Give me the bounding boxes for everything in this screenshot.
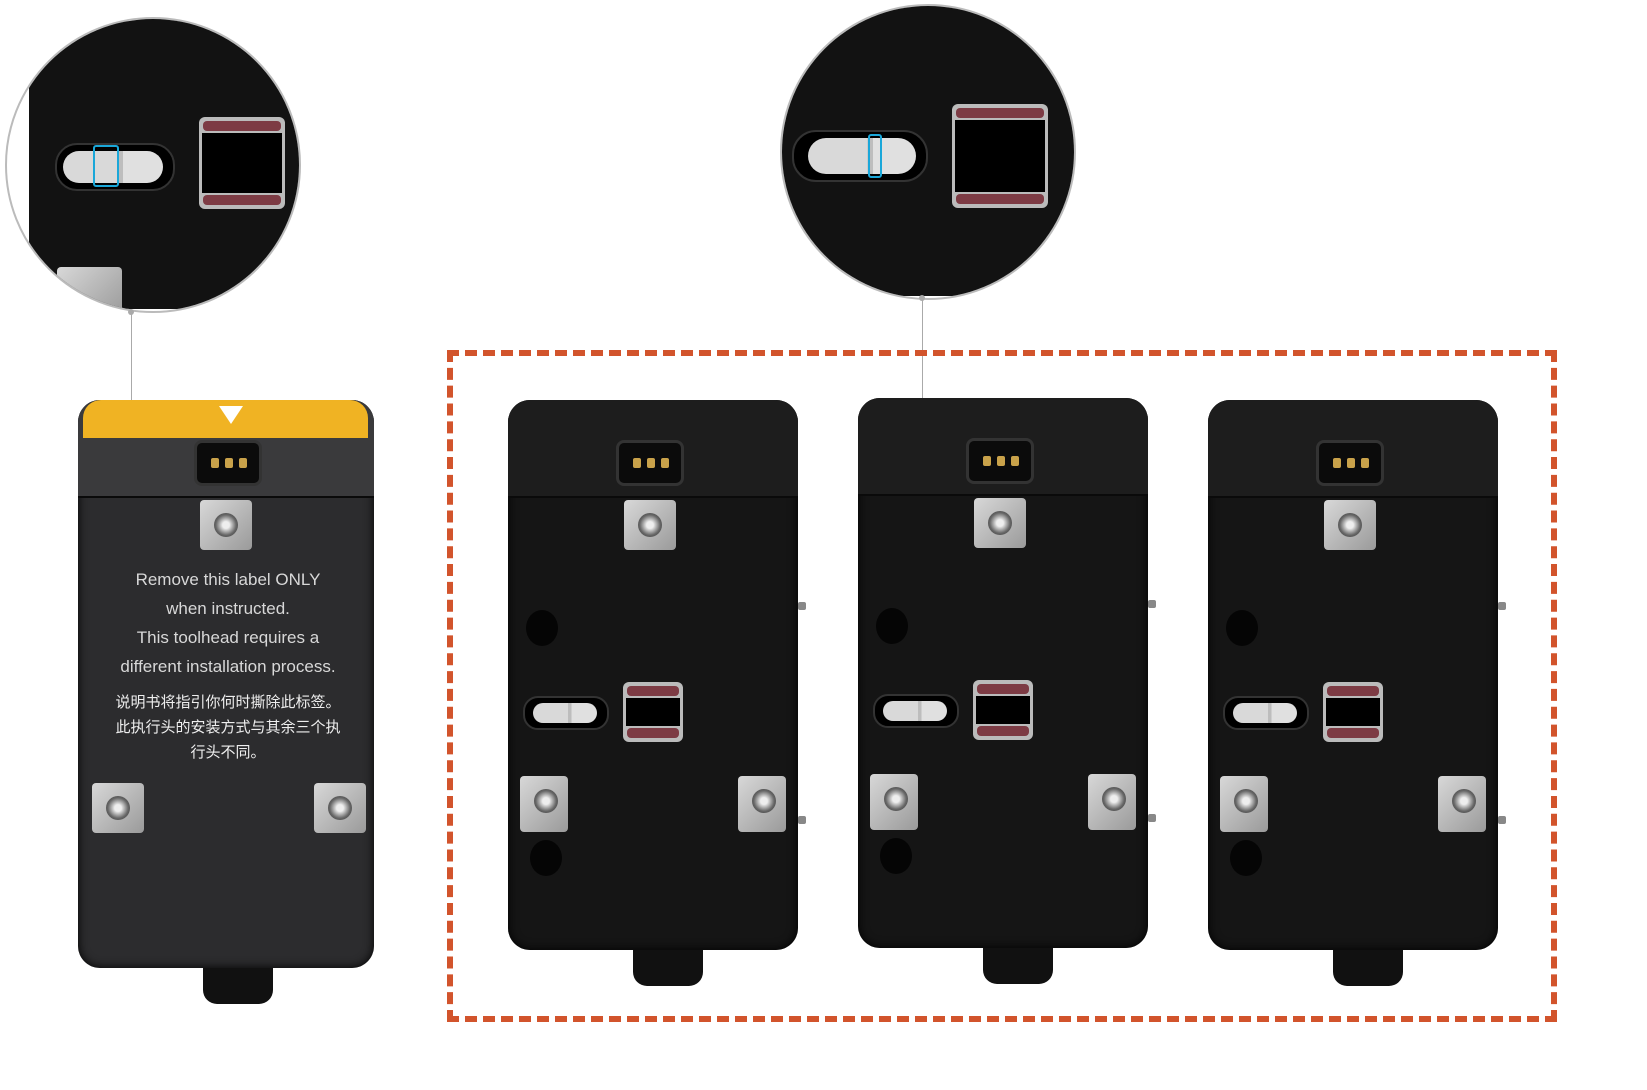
screw-plate bbox=[1324, 500, 1376, 550]
nozzle bbox=[983, 948, 1053, 984]
screw-plate bbox=[870, 774, 918, 830]
toolhead-2 bbox=[858, 398, 1156, 984]
toolhead-labelled: Remove this label ONLY when instructed. … bbox=[78, 400, 374, 1004]
screw-plate bbox=[1088, 774, 1136, 830]
slot-zoomed bbox=[792, 130, 928, 182]
label-yellow-strip bbox=[83, 400, 368, 438]
arrow-down-icon bbox=[219, 406, 243, 424]
slot-zoomed bbox=[55, 143, 175, 191]
screw-plate bbox=[520, 776, 568, 832]
nozzle bbox=[633, 950, 703, 986]
connector bbox=[1316, 440, 1384, 486]
screw-plate bbox=[1220, 776, 1268, 832]
magnifier-right bbox=[780, 4, 1076, 300]
window bbox=[623, 682, 683, 742]
screw-plate bbox=[314, 783, 366, 833]
slot bbox=[873, 694, 959, 728]
magnifier-left bbox=[5, 17, 301, 313]
slot bbox=[1223, 696, 1309, 730]
highlight-box bbox=[868, 134, 882, 178]
screw-plate bbox=[92, 783, 144, 833]
nozzle bbox=[203, 968, 273, 1004]
dashed-group-box bbox=[447, 350, 1557, 1022]
screw-plate bbox=[624, 500, 676, 550]
highlight-box bbox=[93, 145, 119, 187]
screw-plate bbox=[1438, 776, 1486, 832]
screw-plate bbox=[200, 500, 252, 550]
window bbox=[973, 680, 1033, 740]
window-zoomed bbox=[199, 117, 285, 209]
screw-plate bbox=[738, 776, 786, 832]
screw-plate bbox=[974, 498, 1026, 548]
slot bbox=[523, 696, 609, 730]
toolhead-3 bbox=[1208, 400, 1506, 986]
connector bbox=[616, 440, 684, 486]
label-text-en: Remove this label ONLY when instructed. … bbox=[120, 570, 336, 676]
nozzle bbox=[1333, 950, 1403, 986]
window-zoomed bbox=[952, 104, 1048, 208]
toolhead-1 bbox=[508, 400, 806, 986]
window bbox=[1323, 682, 1383, 742]
label-text-zh: 说明书将指引你何时撕除此标签。 此执行头的安装方式与其余三个执 行头不同。 bbox=[115, 693, 341, 761]
connector bbox=[966, 438, 1034, 484]
connector bbox=[194, 440, 262, 486]
